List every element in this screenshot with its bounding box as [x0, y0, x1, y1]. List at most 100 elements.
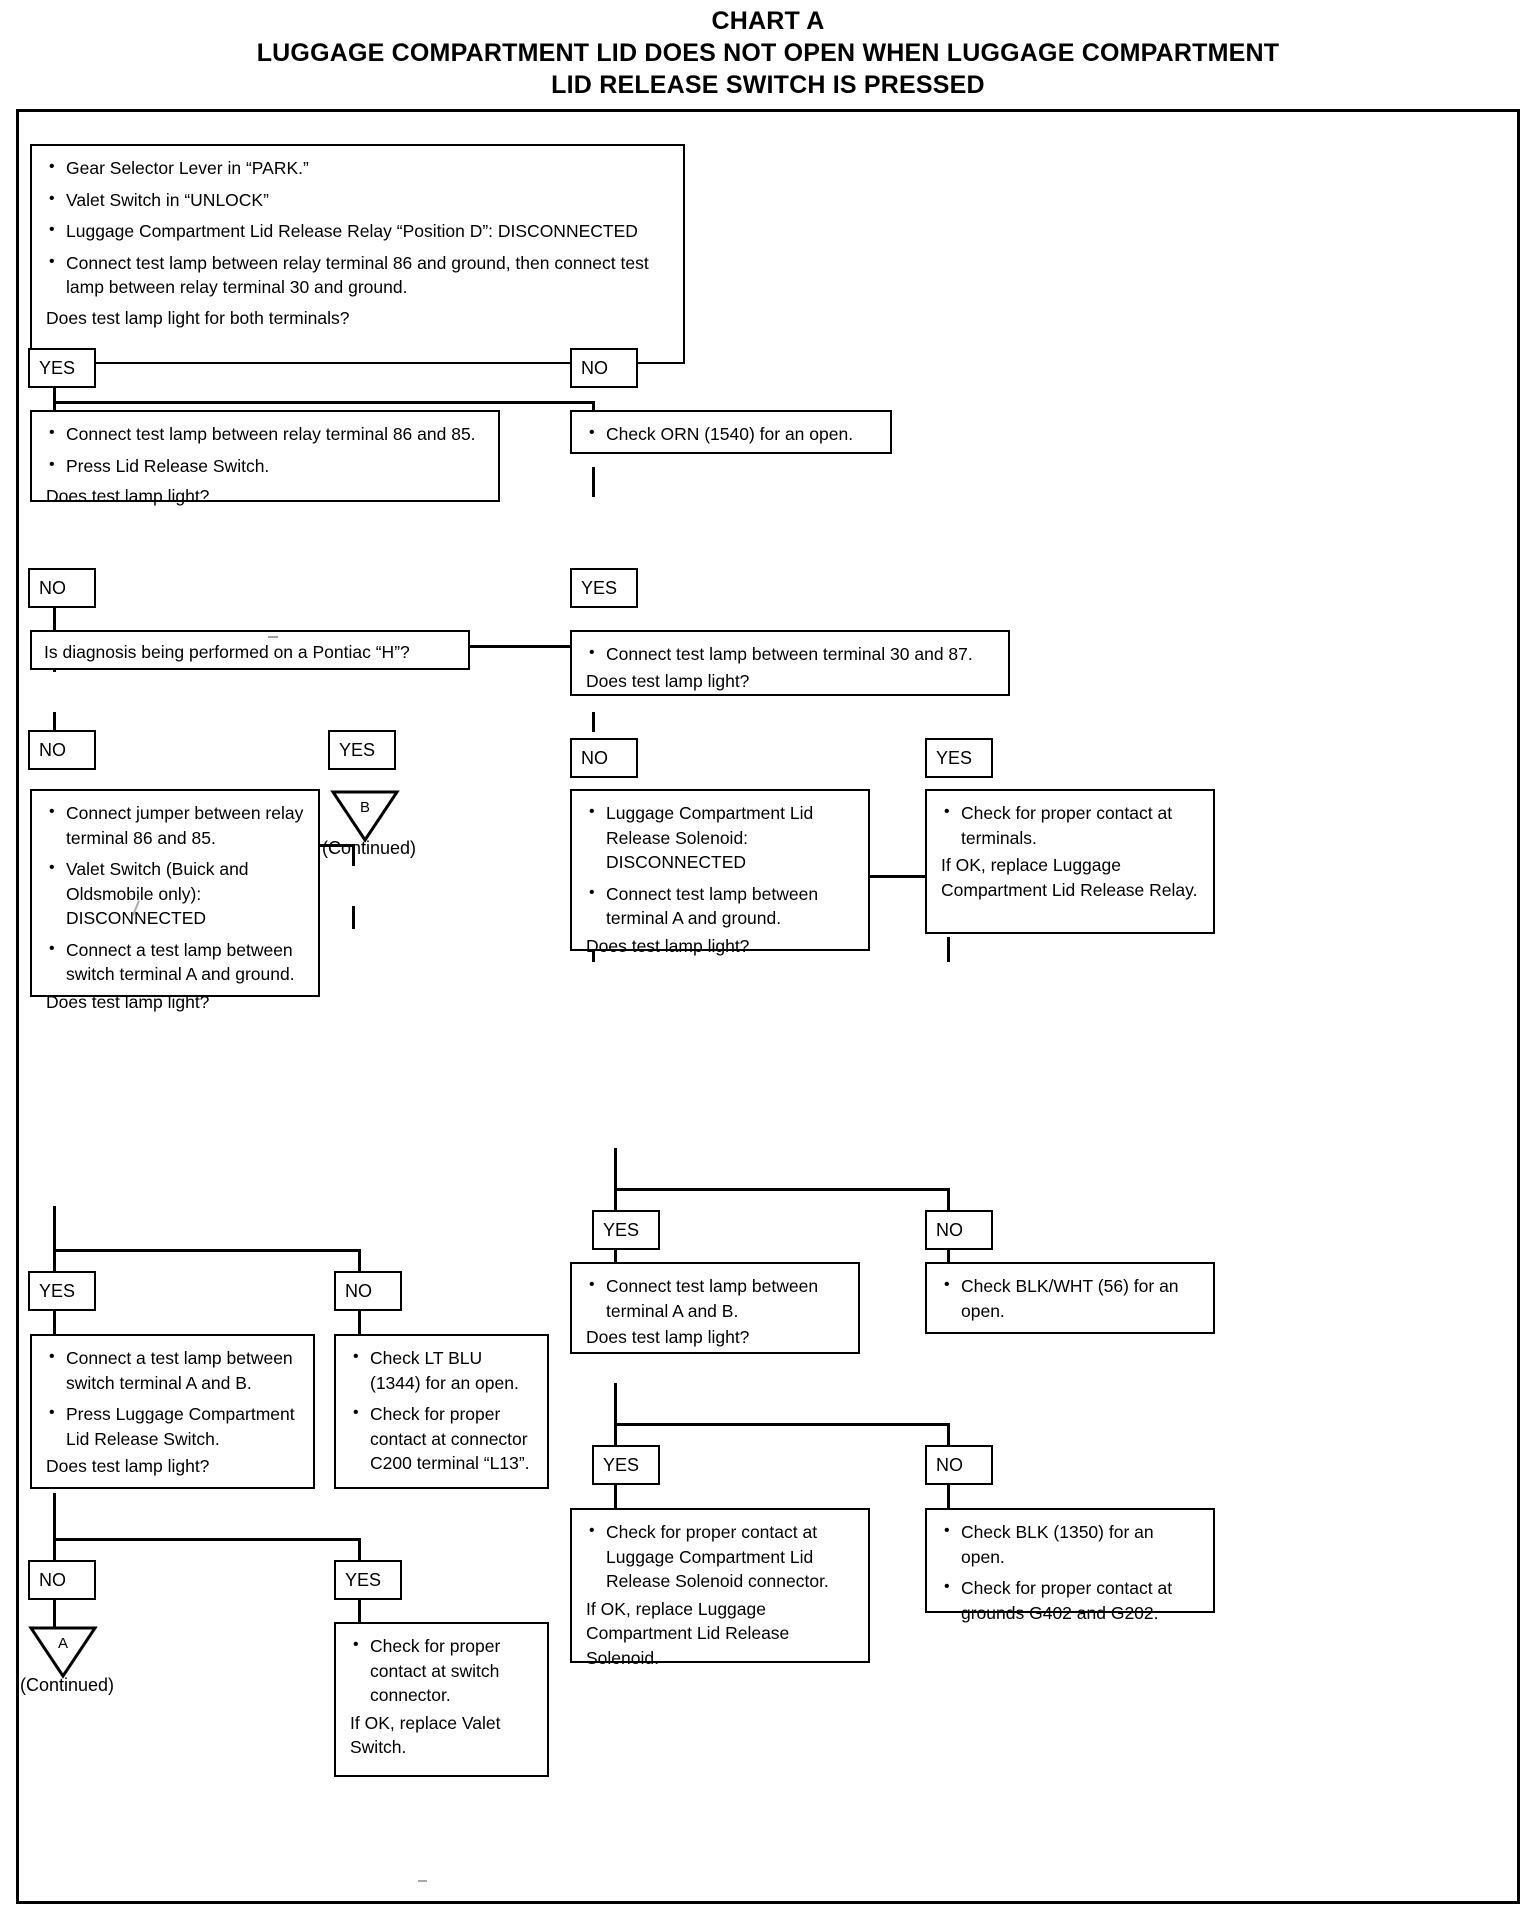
bullet: Press Lid Release Switch.: [46, 453, 486, 479]
branch-yes-6[interactable]: YES: [592, 1445, 660, 1485]
node-check-orn[interactable]: Check ORN (1540) for an open.: [570, 410, 892, 454]
node-pontiac-h[interactable]: Is diagnosis being performed on a Pontia…: [30, 630, 470, 670]
node-contact-switch-connector[interactable]: Check for proper contact at switch conne…: [334, 1622, 549, 1777]
bullet: Check BLK (1350) for an open.: [941, 1519, 1201, 1569]
node-solenoid-bullets: Luggage Compartment Lid Release Solenoid…: [586, 800, 856, 931]
line-solenoid-down: [614, 1148, 617, 1191]
node-contact-solenoid-connector[interactable]: Check for proper contact at Luggage Comp…: [570, 1508, 870, 1668]
bullet: Check for proper contact at grounds G402…: [941, 1575, 1201, 1625]
branch-label: YES: [936, 747, 973, 768]
line-no1-down: [592, 467, 595, 497]
node-relay-86-85[interactable]: Connect test lamp between relay terminal…: [30, 410, 500, 506]
node-blk1350-bullets: Check BLK (1350) for an open. Check for …: [941, 1519, 1201, 1625]
node-solenoid-question: Does test lamp light?: [586, 935, 750, 956]
branch-label: YES: [39, 1280, 76, 1301]
node-blkwht-bullets: Check BLK/WHT (56) for an open.: [941, 1273, 1201, 1323]
node-contact-terminals-relay[interactable]: Check for proper contact at terminals. I…: [925, 789, 1215, 934]
node-contact-relay-bullets: Check for proper contact at terminals.: [941, 800, 1201, 850]
line-yes8-down: [358, 1600, 361, 1624]
line-start-split: [53, 401, 595, 404]
branch-no-8[interactable]: NO: [28, 1560, 96, 1600]
bullet: Connect test lamp between relay terminal…: [46, 421, 486, 447]
bullet: Gear Selector Lever in “PARK.”: [46, 155, 671, 181]
branch-yes-5[interactable]: YES: [592, 1210, 660, 1250]
branch-label: NO: [39, 1569, 66, 1590]
bullet: Check ORN (1540) for an open.: [586, 421, 878, 447]
branch-no-3[interactable]: NO: [28, 730, 96, 770]
line-jumper-to-yes: [53, 1249, 56, 1271]
connector-a[interactable]: A: [28, 1625, 98, 1679]
bullet: Connect test lamp between relay terminal…: [46, 250, 671, 300]
line-no2-down: [53, 712, 56, 732]
title-line-1: CHART A: [711, 7, 825, 35]
branch-label: YES: [345, 1569, 382, 1590]
connector-b[interactable]: B: [330, 789, 400, 843]
branch-no-5[interactable]: NO: [925, 1210, 993, 1250]
connector-b-continued: (Continued): [322, 838, 417, 858]
branch-yes-7[interactable]: YES: [28, 1271, 96, 1311]
node-start[interactable]: Gear Selector Lever in “PARK.” Valet Swi…: [30, 144, 685, 364]
branch-label: NO: [581, 747, 608, 768]
line-tab-split: [614, 1423, 950, 1426]
node-ltblu-bullets: Check LT BLU (1344) for an open. Check f…: [350, 1345, 535, 1476]
node-terminal-a-b[interactable]: Connect test lamp between terminal A and…: [570, 1262, 860, 1354]
line-yes2-down: [592, 712, 595, 732]
branch-no-6[interactable]: NO: [925, 1445, 993, 1485]
branch-yes-4[interactable]: YES: [925, 738, 993, 778]
node-switch-ab-question: Does test lamp light?: [46, 1456, 210, 1476]
bullet: Connect test lamp between terminal A and…: [586, 881, 856, 931]
connector-a-label: A: [57, 1635, 68, 1652]
branch-yes-8[interactable]: YES: [334, 1560, 402, 1600]
bullet: Connect jumper between relay terminal 86…: [46, 800, 306, 850]
node-check-blk-wht[interactable]: Check BLK/WHT (56) for an open.: [925, 1262, 1215, 1334]
node-relay-question: Does test lamp light?: [46, 486, 210, 506]
branch-no-1[interactable]: NO: [570, 348, 638, 388]
bullet: Luggage Compartment Lid Release Solenoid…: [586, 800, 856, 875]
node-tab-question: Does test lamp light?: [586, 1327, 750, 1347]
branch-label: YES: [339, 739, 376, 760]
node-contact-relay-tail: If OK, replace Luggage Compartment Lid R…: [941, 855, 1198, 900]
node-tab-bullets: Connect test lamp between terminal A and…: [586, 1273, 846, 1323]
branch-label: NO: [39, 577, 66, 598]
branch-label: YES: [603, 1454, 640, 1475]
node-jumper-86-85[interactable]: Connect jumper between relay terminal 86…: [30, 789, 320, 1012]
branch-no-2[interactable]: NO: [28, 568, 96, 608]
branch-label: YES: [581, 577, 618, 598]
node-check-lt-blu[interactable]: Check LT BLU (1344) for an open. Check f…: [334, 1334, 549, 1489]
node-check-orn-bullets: Check ORN (1540) for an open.: [586, 421, 878, 447]
page-title: CHART A LUGGAGE COMPARTMENT LID DOES NOT…: [0, 6, 1536, 101]
line-tab-down: [614, 1383, 617, 1426]
bullet: Connect a test lamp between switch termi…: [46, 1345, 301, 1395]
bullet: Check BLK/WHT (56) for an open.: [941, 1273, 1201, 1323]
line-yes4-down: [947, 937, 950, 962]
node-jumper-question: Does test lamp light?: [46, 991, 210, 1012]
node-check-blk-1350[interactable]: Check BLK (1350) for an open. Check for …: [925, 1508, 1215, 1623]
branch-yes-2[interactable]: YES: [570, 568, 638, 608]
line-solenoid-to-no: [947, 1188, 950, 1210]
node-contact-switch-bullets: Check for proper contact at switch conne…: [350, 1633, 535, 1708]
line-tab-to-yes: [614, 1423, 617, 1445]
line-swab-to-no: [53, 1538, 56, 1560]
line-no5-down: [947, 1250, 950, 1272]
node-terminal-30-87[interactable]: Connect test lamp between terminal 30 an…: [570, 630, 1010, 696]
branch-no-4[interactable]: NO: [570, 738, 638, 778]
node-relay-bullets: Connect test lamp between relay terminal…: [46, 421, 486, 479]
branch-label: NO: [39, 739, 66, 760]
line-swab-to-yes: [358, 1538, 361, 1560]
line-pontiac-to-yes: [352, 844, 355, 866]
node-jumper-bullets: Connect jumper between relay terminal 86…: [46, 800, 306, 987]
branch-yes-3[interactable]: YES: [328, 730, 396, 770]
node-switch-a-b[interactable]: Connect a test lamp between switch termi…: [30, 1334, 315, 1489]
line-jumper-down: [53, 1206, 56, 1252]
title-line-2: LUGGAGE COMPARTMENT LID DOES NOT OPEN WH…: [256, 39, 1280, 67]
line-yes5-down: [614, 1250, 617, 1272]
branch-yes-1[interactable]: YES: [28, 348, 96, 388]
bullet: Valet Switch (Buick and Oldsmobile only)…: [46, 856, 306, 931]
node-contact-solenoid-tail: If OK, replace Luggage Compartment Lid R…: [586, 1598, 790, 1668]
branch-no-7[interactable]: NO: [334, 1271, 402, 1311]
node-solenoid-disconnected[interactable]: Luggage Compartment Lid Release Solenoid…: [570, 789, 870, 956]
bullet: Check for proper contact at Luggage Comp…: [586, 1519, 856, 1594]
bullet: Connect test lamp between terminal A and…: [586, 1273, 846, 1323]
line-jumper-to-no: [358, 1249, 361, 1271]
